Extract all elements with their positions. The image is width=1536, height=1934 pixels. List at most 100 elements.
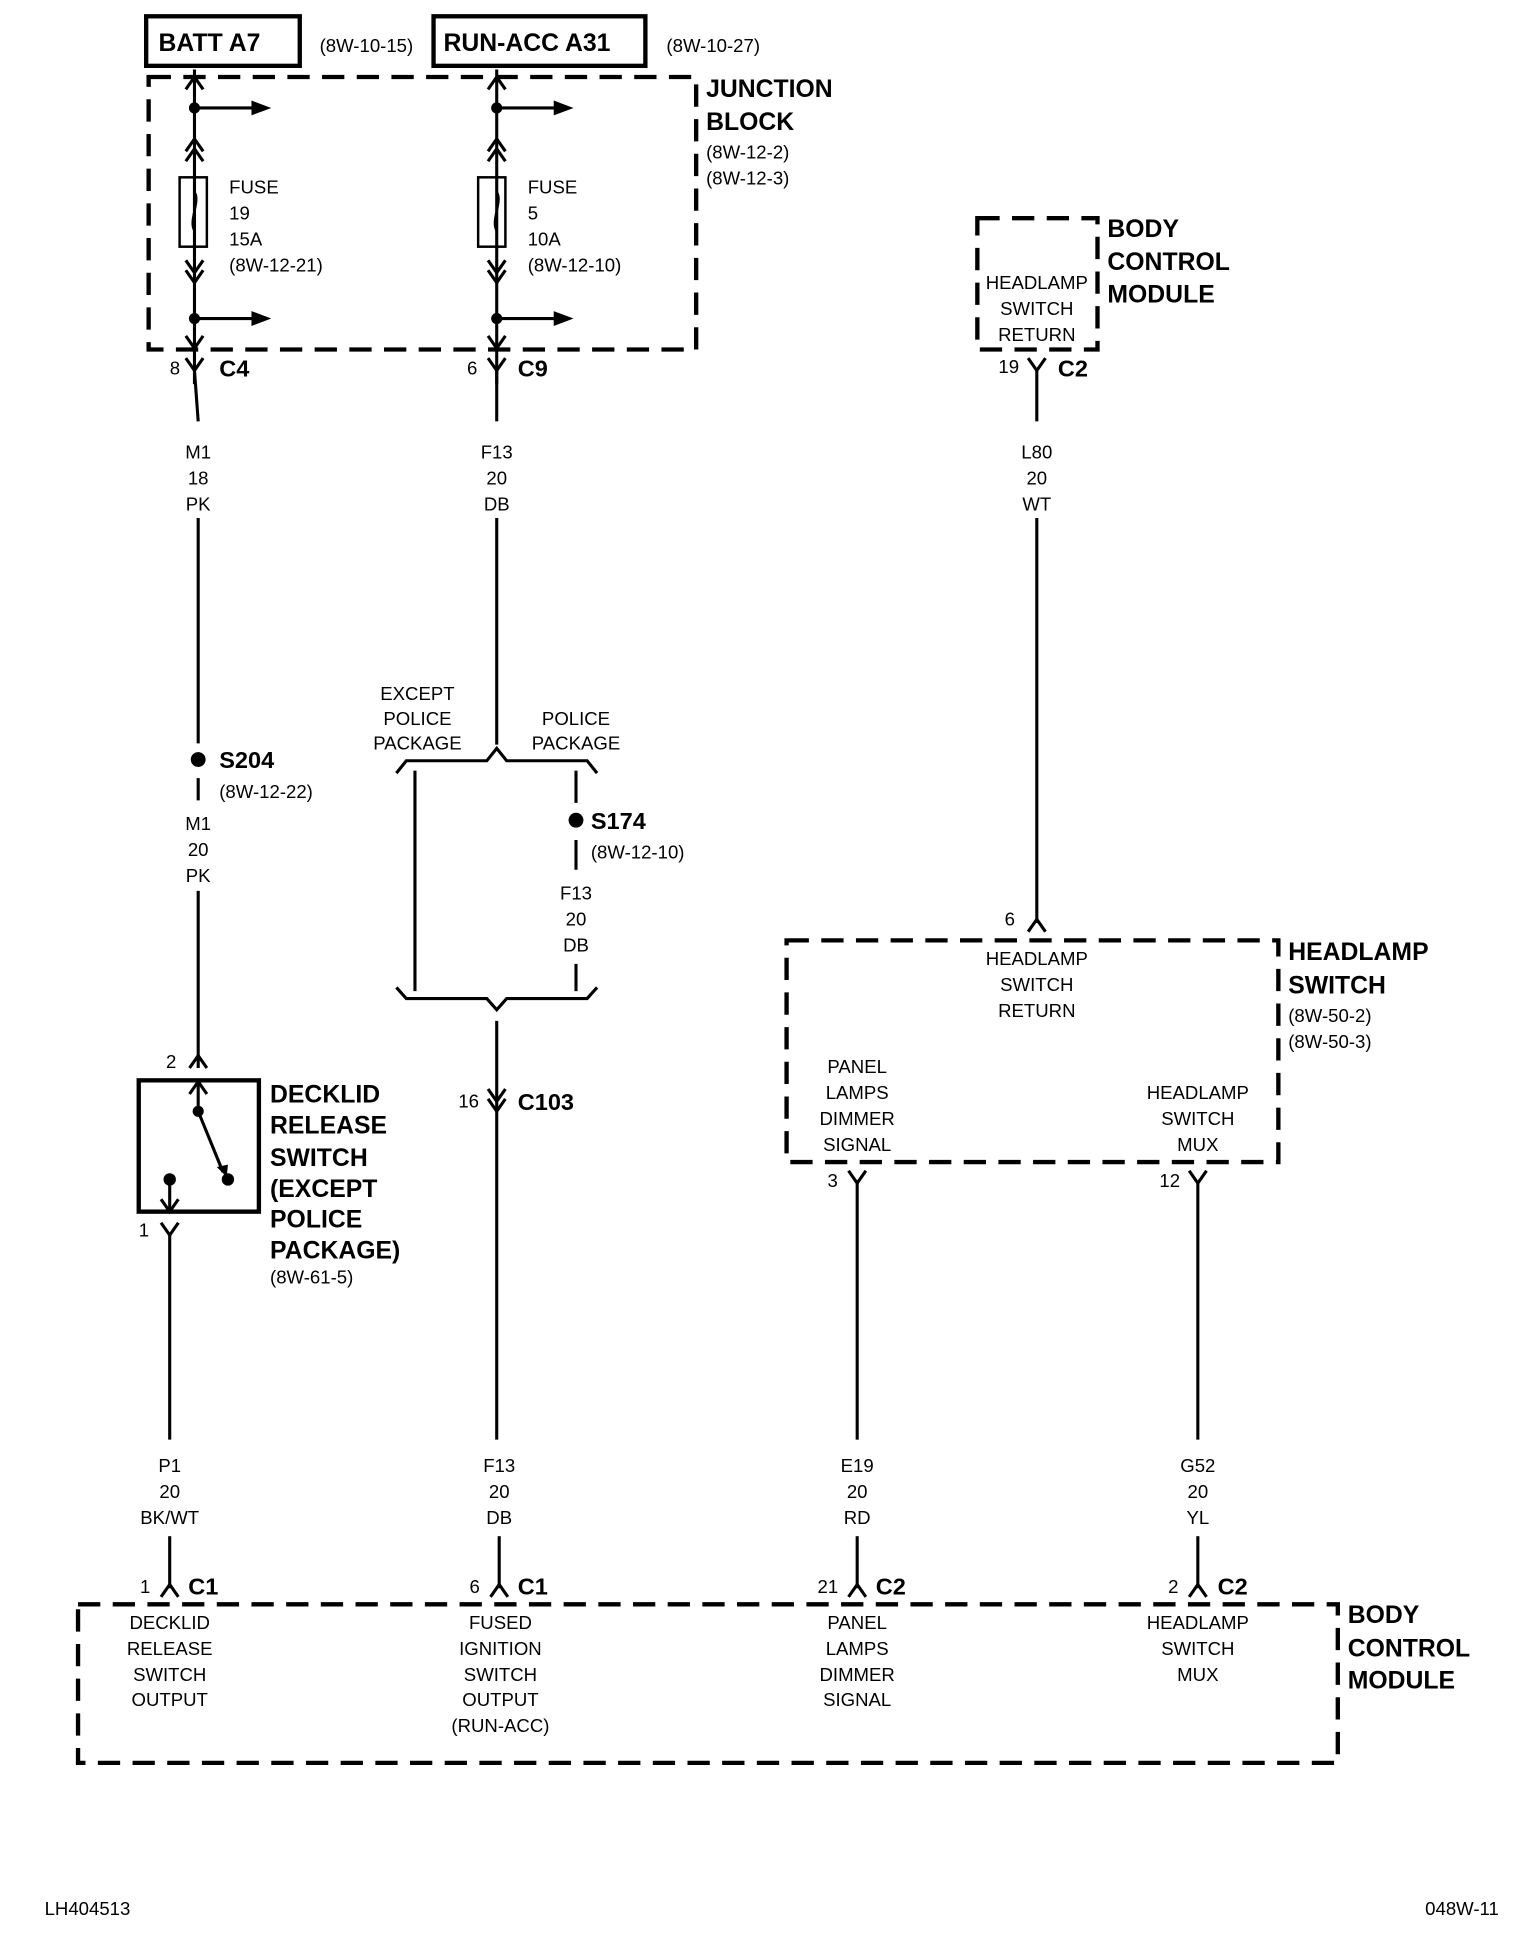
drawing-id: LH404513	[45, 1898, 131, 1919]
pin-function: OUTPUT	[462, 1689, 538, 1710]
junction-block-title-2: BLOCK	[706, 109, 794, 136]
fuse-5-circuit: FUSE 5 10A (8W-12-10) 6 C9	[467, 69, 622, 385]
fuse-number: 19	[229, 202, 250, 223]
wire-gauge: 20	[1187, 1481, 1208, 1502]
page-id: 048W-11	[1425, 1898, 1499, 1919]
module-title: BODY	[1107, 216, 1179, 243]
bcm-pin-6-c1: 6 C1 FUSED IGNITION SWITCH OUTPUT (RUN-A…	[451, 1573, 549, 1735]
wire-color: DB	[486, 1507, 512, 1528]
pin-number: 2	[166, 1051, 176, 1072]
fuse-ref: (8W-12-10)	[528, 254, 622, 275]
fuse-icon	[476, 176, 507, 248]
connector-arrow-icon	[486, 74, 507, 91]
pin-function: HEADLAMP	[986, 272, 1088, 293]
pin-number: 6	[1005, 909, 1015, 930]
pin-number: 19	[998, 356, 1019, 377]
fuse-ref: (8W-12-21)	[229, 254, 323, 275]
headlamp-switch: 6 HEADLAMP SWITCH (8W-50-2) (8W-50-3) HE…	[784, 909, 1429, 1191]
arrow-right-icon	[251, 100, 272, 116]
option-label: POLICE	[383, 708, 451, 729]
pin-function: (RUN-ACC)	[451, 1715, 549, 1736]
component-title: HEADLAMP	[1288, 939, 1428, 966]
fuse-number: 5	[528, 202, 538, 223]
pin-function: PANEL	[827, 1056, 887, 1077]
wire-code: F13	[560, 882, 592, 903]
pin-function: RELEASE	[127, 1638, 213, 1659]
wire-gauge: 20	[486, 468, 507, 489]
junction-block-title-1: JUNCTION	[706, 76, 833, 103]
pin-function: SWITCH	[1161, 1638, 1234, 1659]
bcm-pin-2-c2: 2 C2 HEADLAMP SWITCH MUX	[1147, 1573, 1249, 1685]
pin-function: FUSED	[469, 1612, 532, 1633]
component-title: (EXCEPT	[270, 1176, 377, 1203]
connector-id: C2	[1218, 1573, 1248, 1599]
component-title: DECKLID	[270, 1082, 380, 1109]
pin-number: 3	[827, 1170, 837, 1191]
arrow-right-icon	[553, 100, 574, 116]
wire-l80: L80 20 WT	[1021, 370, 1052, 933]
connector-id: C2	[1058, 356, 1088, 382]
splice-dot-icon	[190, 752, 206, 767]
wire-color: WT	[1022, 494, 1051, 515]
component-ref: (8W-50-3)	[1288, 1031, 1371, 1052]
connector-id: C103	[518, 1089, 574, 1115]
module-title: CONTROL	[1107, 249, 1229, 276]
wire-code: F13	[483, 1455, 515, 1476]
pin-number: 2	[1168, 1576, 1178, 1597]
wire-code: G52	[1180, 1455, 1215, 1476]
junction-block-ref-2: (8W-12-3)	[706, 168, 789, 189]
pin-function: MUX	[1177, 1134, 1218, 1155]
pin-number: 1	[140, 1576, 150, 1597]
body-control-module-top: BODY CONTROL MODULE HEADLAMP SWITCH RETU…	[975, 216, 1230, 382]
wire-e19: E19 20 RD	[841, 1183, 874, 1598]
component-title: POLICE	[270, 1207, 362, 1234]
pin-function: HEADLAMP	[986, 948, 1088, 969]
component-title: SWITCH	[1288, 973, 1386, 1000]
wire-gauge: 20	[188, 839, 209, 860]
arrow-right-icon	[553, 311, 574, 326]
connector-id: C2	[876, 1573, 906, 1599]
fuse-rating: 15A	[229, 228, 263, 249]
pin-function: SWITCH	[1161, 1108, 1234, 1129]
pin-function: SWITCH	[1000, 298, 1073, 319]
connector-id: C1	[518, 1573, 548, 1599]
wire-gauge: 20	[847, 1481, 868, 1502]
pin-function: SWITCH	[1000, 974, 1073, 995]
source-run-acc-a31: RUN-ACC A31 (8W-10-27)	[431, 14, 760, 69]
wire-gauge: 20	[1026, 468, 1047, 489]
pin-function: OUTPUT	[132, 1689, 208, 1710]
pin-function: DIMMER	[820, 1108, 895, 1129]
fuse-label: FUSE	[528, 176, 578, 197]
option-bracket-top-icon	[395, 745, 599, 775]
splice-ref: (8W-12-22)	[219, 781, 313, 802]
pin-function: HEADLAMP	[1147, 1612, 1249, 1633]
pin-number: 21	[818, 1576, 839, 1597]
source-ref: (8W-10-15)	[320, 35, 414, 56]
pin-number: 16	[458, 1091, 479, 1112]
pin-number: 8	[170, 357, 180, 378]
arrow-right-icon	[251, 311, 272, 326]
wire-p1: P1 20 BK/WT	[140, 1235, 199, 1598]
wire-color: DB	[563, 935, 589, 956]
wire-code: L80	[1021, 442, 1052, 463]
wire-gauge: 20	[159, 1481, 180, 1502]
fuse-19-circuit: FUSE 19 15A (8W-12-21) 8 C4	[170, 69, 323, 385]
wire-color: BK/WT	[140, 1507, 199, 1528]
option-label: PACKAGE	[373, 733, 461, 754]
component-title: PACKAGE)	[270, 1238, 400, 1265]
module-title: CONTROL	[1348, 1635, 1470, 1662]
pin-function: SWITCH	[133, 1664, 206, 1685]
pin-number: 12	[1159, 1170, 1180, 1191]
splice-name: S204	[219, 747, 274, 773]
splice-name: S174	[591, 808, 646, 834]
source-name: BATT A7	[159, 30, 261, 57]
pin-function: LAMPS	[826, 1082, 889, 1103]
wire-gauge: 18	[188, 468, 209, 489]
component-ref: (8W-61-5)	[270, 1266, 353, 1287]
module-title: MODULE	[1107, 281, 1214, 308]
bcm-pin-1-c1: 1 C1 DECKLID RELEASE SWITCH OUTPUT	[127, 1573, 219, 1709]
wire-m1: M1 18 PK S204 (8W-12-22) M1 20 PK 2	[166, 370, 313, 1072]
pin-function: HEADLAMP	[1147, 1082, 1249, 1103]
component-ref: (8W-50-2)	[1288, 1005, 1371, 1026]
